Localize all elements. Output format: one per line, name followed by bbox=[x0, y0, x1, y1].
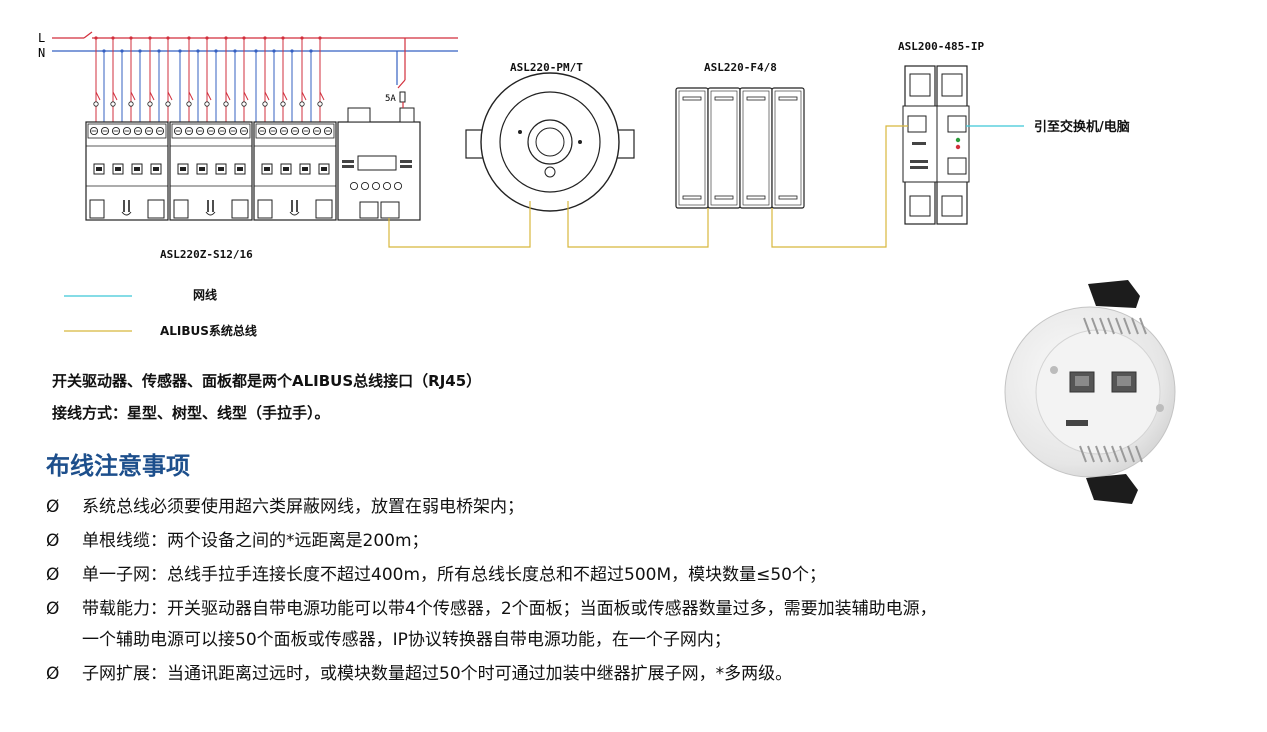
rule-text: 带载能力：开关驱动器自带电源功能可以带4个传感器，2个面板；当面板或传感器数量过… bbox=[82, 599, 937, 619]
sensor-photo bbox=[1004, 280, 1176, 504]
rule-text: 单根线缆：两个设备之间的*远距离是200m； bbox=[82, 531, 429, 551]
alibus-cable bbox=[388, 201, 531, 248]
rule-text: 单一子网：总线手拉手连接长度不超过400m，所有总线长度总和不超过500M，模块… bbox=[82, 565, 826, 585]
rj45-port bbox=[359, 201, 379, 219]
list-item: Ø 单一子网：总线手拉手连接长度不超过400m，所有总线长度总和不超过500M，… bbox=[44, 560, 1244, 591]
wiring-rules-list: Ø 系统总线必须要使用超六类屏蔽网线，放置在弱电桥架内； Ø 单根线缆：两个设备… bbox=[44, 492, 1244, 693]
section-title: 布线注意事项 bbox=[46, 452, 190, 480]
rule-text-continued: 一个辅助电源可以接50个面板或传感器，IP协议转换器自带电源功能，在一个子网内； bbox=[82, 630, 731, 650]
sensor-device bbox=[465, 72, 635, 212]
driver-module bbox=[253, 121, 337, 221]
rj45-port bbox=[947, 157, 967, 175]
driver-module bbox=[169, 121, 253, 221]
gateway-device bbox=[902, 65, 970, 225]
label-driver: ASL220Z-S12/16 bbox=[160, 248, 253, 261]
rule-text: 系统总线必须要使用超六类屏蔽网线，放置在弱电桥架内； bbox=[82, 497, 524, 517]
label-gateway: ASL200-485-IP bbox=[898, 40, 984, 53]
label-to-switch: 引至交换机/电脑 bbox=[1034, 119, 1130, 135]
panel bbox=[707, 87, 741, 209]
rj45-port bbox=[947, 115, 967, 133]
panel bbox=[739, 87, 773, 209]
bullet: Ø bbox=[46, 599, 60, 619]
list-item: Ø 带载能力：开关驱动器自带电源功能可以带4个传感器，2个面板；当面板或传感器数… bbox=[44, 594, 1244, 656]
bullet: Ø bbox=[46, 531, 60, 551]
label-N: N bbox=[38, 46, 45, 60]
feed-wires bbox=[93, 36, 325, 122]
driver-module bbox=[85, 121, 169, 221]
list-item: Ø 单根线缆：两个设备之间的*远距离是200m； bbox=[44, 526, 1244, 557]
rj45-port bbox=[380, 201, 400, 219]
breaker-5a: 5A bbox=[385, 38, 406, 108]
label-sensor: ASL220-PM/T bbox=[510, 61, 583, 74]
bullet: Ø bbox=[46, 664, 60, 684]
alibus-cable bbox=[771, 125, 908, 248]
label-panel: ASL220-F4/8 bbox=[704, 61, 777, 74]
panel bbox=[675, 87, 709, 209]
rj45-port bbox=[907, 115, 927, 133]
alibus-cable bbox=[567, 201, 709, 248]
line-L bbox=[52, 31, 458, 39]
note-interfaces: 开关驱动器、传感器、面板都是两个ALIBUS总线接口（RJ45） bbox=[52, 372, 482, 390]
bullet: Ø bbox=[46, 497, 60, 517]
rule-text: 子网扩展：当通讯距离过远时，或模块数量超过50个时可通过加装中继器扩展子网，*多… bbox=[82, 664, 793, 684]
list-item: Ø 系统总线必须要使用超六类屏蔽网线，放置在弱电桥架内； bbox=[44, 492, 1244, 523]
panel-devices bbox=[675, 87, 805, 209]
note-topology: 接线方式：星型、树型、线型（手拉手）。 bbox=[52, 404, 330, 422]
bullet: Ø bbox=[46, 565, 60, 585]
switch-driver-modules bbox=[85, 107, 421, 221]
breaker-label: 5A bbox=[385, 94, 396, 104]
legend-network-label: 网线 bbox=[193, 287, 217, 302]
list-item: Ø 子网扩展：当通讯距离过远时，或模块数量超过50个时可通过加装中继器扩展子网，… bbox=[44, 659, 1244, 690]
label-L: L bbox=[38, 31, 45, 45]
legend-alibus-label: ALIBUS系统总线 bbox=[160, 323, 257, 338]
panel bbox=[771, 87, 805, 209]
